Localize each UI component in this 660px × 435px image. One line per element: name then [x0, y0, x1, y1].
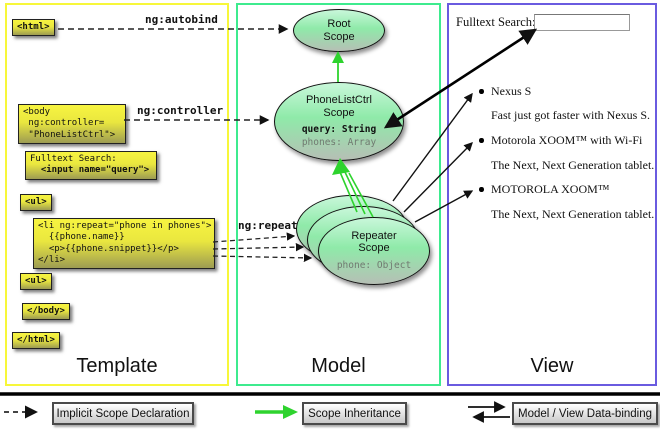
code-box-body-close: </body> [22, 303, 70, 321]
legend-implicit-scope-declaration: Implicit Scope Declaration [52, 402, 194, 425]
code-box-ul-close: <ul> [20, 273, 52, 291]
scope-property-phone: phone: Object [336, 259, 412, 271]
code-box-li-repeat: <li ng:repeat="phone in phones"> {{phone… [33, 218, 215, 269]
code-box-html-open: <html> [12, 19, 55, 37]
ng-repeat-label: ng:repeat [238, 219, 298, 232]
ng-controller-label: ng:controller [137, 104, 224, 117]
fulltext-search-label: Fulltext Search: [456, 15, 536, 29]
phonelistctrl-scope-title: PhoneListCtrl [305, 94, 373, 107]
view-item-title: Nexus S [491, 84, 532, 98]
code-line: {{phone.name}} [38, 232, 125, 243]
code-box-ul-open: <ul> [20, 194, 52, 212]
repeater-scope-ellipse-front: Repeater Scope phone: Object [318, 217, 430, 285]
code-line: <body [23, 107, 51, 117]
view-item-title: MOTOROLA XOOM™ [491, 182, 610, 196]
code-line: </li> [38, 254, 66, 265]
model-column [236, 3, 441, 386]
fulltext-search-input[interactable] [534, 14, 630, 31]
legend-scope-inheritance: Scope Inheritance [302, 402, 407, 425]
code-line: <ul> [25, 197, 47, 207]
repeater-scope-title: Repeater [351, 229, 397, 242]
legend-model-view-data-binding: Model / View Data-binding [512, 402, 658, 425]
view-item-title: Motorola XOOM™ with Wi-Fi [491, 133, 643, 147]
template-column-label: Template [76, 355, 158, 377]
ng-autobind-label: ng:autobind [145, 13, 218, 26]
code-line: <html> [17, 22, 50, 32]
code-line: </body> [27, 306, 65, 316]
code-line: <li ng:repeat="phone in phones"> [38, 221, 212, 231]
code-box-fulltext-search: Fulltext Search: <input name="query"> [25, 151, 157, 180]
phonelistctrl-scope-ellipse: PhoneListCtrl Scope query: String phones… [274, 82, 404, 161]
bullet-icon [479, 89, 484, 94]
code-box-html-close: </html> [12, 332, 60, 350]
code-line: <p>{{phone.snippet}}</p> [38, 243, 179, 254]
root-scope-ellipse: Root Scope [293, 9, 385, 52]
phonelistctrl-scope-title: Scope [323, 106, 355, 119]
root-scope-title: Root [327, 17, 351, 30]
bullet-icon [479, 187, 484, 192]
repeater-scope-title: Scope [358, 242, 390, 255]
code-line: <ul> [25, 276, 47, 286]
code-line: <input name="query"> [30, 165, 150, 176]
view-item-description: Fast just got faster with Nexus S. [491, 108, 650, 122]
legend-green-arrowhead [283, 405, 298, 419]
root-scope-title: Scope [323, 30, 355, 43]
scope-property-query: query: String [301, 124, 377, 136]
model-column-label: Model [311, 355, 366, 377]
code-line: Fulltext Search: [30, 154, 117, 164]
code-box-body-open: <body ng:controller= "PhoneListCtrl"> [18, 104, 126, 144]
code-line: </html> [17, 335, 55, 345]
view-item-description: The Next, Next Generation tablet. [491, 207, 655, 221]
code-line: "PhoneListCtrl"> [23, 129, 116, 140]
view-item-description: The Next, Next Generation tablet. [491, 158, 655, 172]
view-column-label: View [530, 355, 574, 377]
scope-property-phones: phones: Array [301, 136, 377, 148]
bullet-icon [479, 138, 484, 143]
code-line: ng:controller= [23, 118, 105, 129]
